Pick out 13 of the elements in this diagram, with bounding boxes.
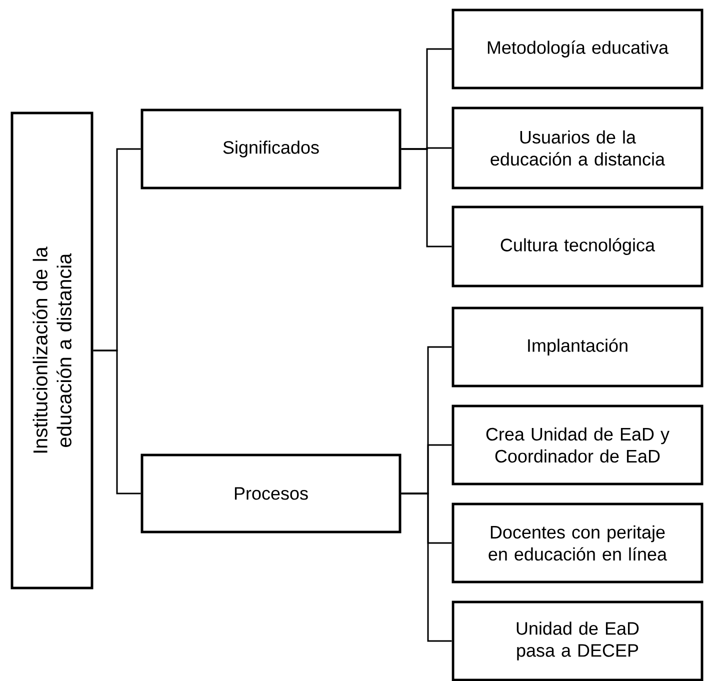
item-box: Crea Unidad de EaD y Coordinador de EaD bbox=[452, 404, 704, 486]
item-box: Docentes con peritaje en educación en línea bbox=[452, 502, 704, 584]
item-box: Usuarios de la educación a distancia bbox=[452, 106, 704, 190]
item-box: Metodología educativa bbox=[452, 8, 704, 90]
connector bbox=[401, 492, 452, 642]
connector bbox=[401, 148, 452, 248]
category-box: Procesos bbox=[140, 454, 402, 534]
connector bbox=[93, 350, 141, 494]
item-box: Unidad de EaD pasa a DECEP bbox=[452, 600, 704, 681]
item-box: Cultura tecnológica bbox=[452, 206, 704, 288]
item-box: Implantación bbox=[452, 306, 704, 388]
category-box: Significados bbox=[140, 108, 402, 190]
root-box: Institucionlización de la educación a distancia bbox=[10, 112, 94, 590]
